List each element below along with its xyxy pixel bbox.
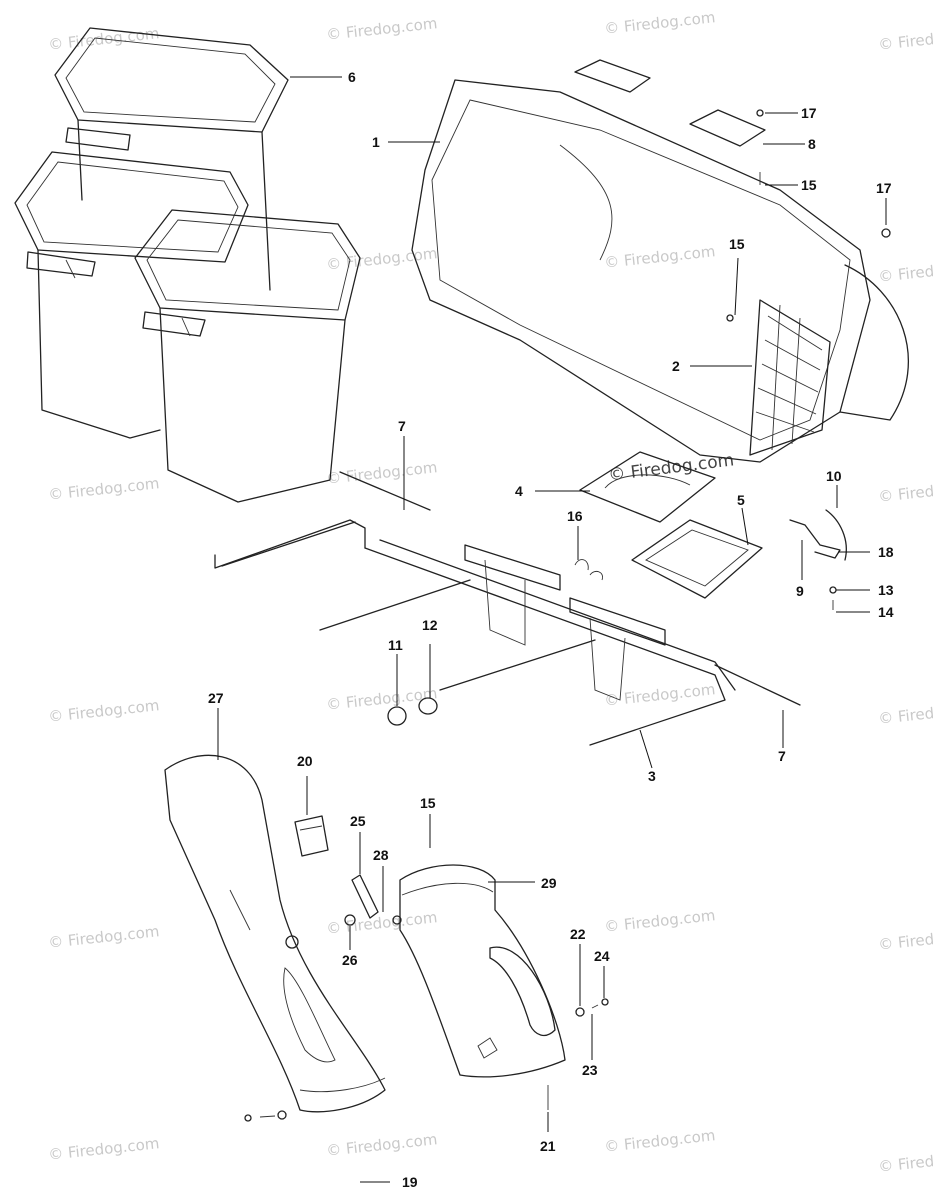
callout-15-c: 15 [420, 795, 436, 811]
callout-19: 19 [402, 1174, 418, 1190]
callout-17-b: 17 [876, 180, 892, 196]
callout-23: 23 [582, 1062, 598, 1078]
hardware [244, 109, 891, 1122]
frame-5 [631, 519, 763, 599]
callout-25: 25 [350, 813, 366, 829]
callout-28: 28 [373, 847, 389, 863]
grass-bag-left [14, 151, 249, 439]
clip-20 [294, 815, 329, 857]
callout-7-a: 7 [398, 418, 406, 434]
callout-3: 3 [648, 768, 656, 784]
callout-8: 8 [808, 136, 816, 152]
callout-17-a: 17 [801, 105, 817, 121]
callout-16: 16 [567, 508, 583, 524]
lever-25 [351, 874, 379, 919]
callout-14: 14 [878, 604, 894, 620]
screen-2 [749, 299, 831, 456]
callout-27: 27 [208, 690, 224, 706]
callout-29: 29 [541, 875, 557, 891]
callout-1: 1 [372, 134, 380, 150]
adapter-29 [399, 864, 566, 1078]
callout-9: 9 [796, 583, 804, 599]
hinge-bracket-8 [574, 59, 766, 147]
latch-9-10 [789, 509, 847, 561]
callout-21: 21 [540, 1138, 556, 1154]
callout-7-b: 7 [778, 748, 786, 764]
callout-12: 12 [422, 617, 438, 633]
chute-27 [164, 754, 386, 1113]
bag-housing-1 [411, 79, 909, 463]
callout-5: 5 [737, 492, 745, 508]
plate-4 [579, 451, 716, 523]
callout-4: 4 [515, 483, 523, 499]
grass-bag-front [134, 209, 361, 503]
callout-18: 18 [878, 544, 894, 560]
callout-6: 6 [348, 69, 356, 85]
spacer-12 [418, 697, 438, 715]
callout-26: 26 [342, 952, 358, 968]
callout-15-a: 15 [801, 177, 817, 193]
callout-2: 2 [672, 358, 680, 374]
callout-15-b: 15 [729, 236, 745, 252]
callout-20: 20 [297, 753, 313, 769]
callout-13: 13 [878, 582, 894, 598]
leader-lines [217, 76, 887, 1183]
callout-11: 11 [388, 637, 403, 653]
callout-10: 10 [826, 468, 842, 484]
frame-3 [214, 471, 801, 746]
callout-22: 22 [570, 926, 586, 942]
spacer-11 [387, 706, 407, 726]
callout-24: 24 [594, 948, 610, 964]
grass-bag-6 [54, 27, 289, 291]
